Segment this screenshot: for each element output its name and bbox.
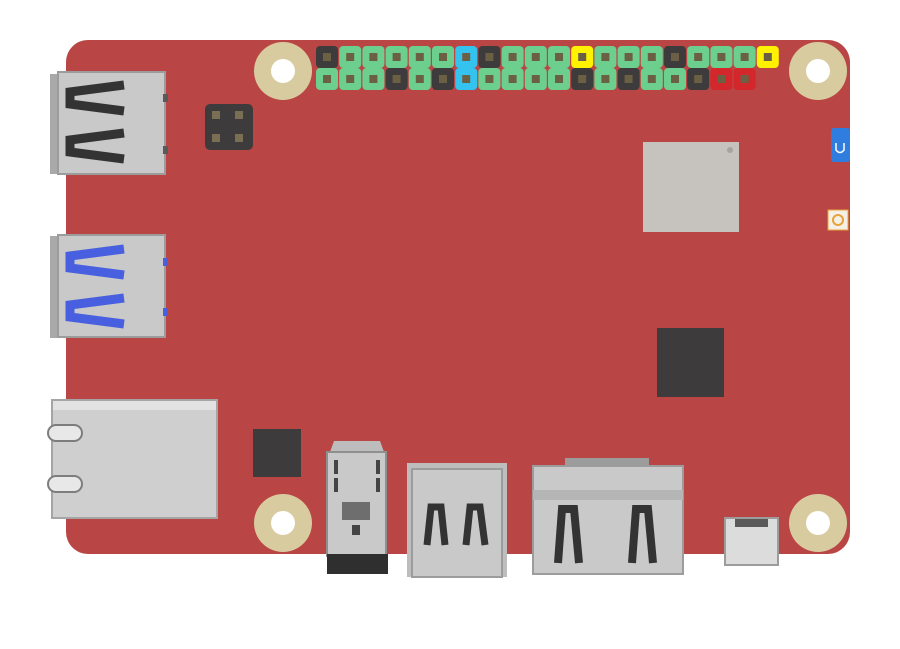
gpio-pin-contact [439, 53, 447, 61]
reset-button [831, 128, 850, 162]
gpio-pin-contact [717, 53, 726, 61]
gpio-pin-contact [508, 75, 517, 83]
gpio-pin-contact [601, 53, 610, 61]
gpio-pin-contact [578, 53, 587, 61]
gpio-pin-contact [671, 53, 679, 61]
gpio-pin-contact [323, 75, 331, 83]
micro-usb-port [724, 517, 779, 566]
gpio-pin-contact [717, 75, 726, 83]
hdmi-port-2 [532, 458, 684, 575]
mounting-hole-top-right [789, 42, 847, 100]
gpio-pin-contact [601, 75, 610, 83]
gpio-pin-contact [415, 53, 424, 61]
mounting-hole-top-left [254, 42, 312, 100]
gpio-pin-contact [369, 53, 378, 61]
gpio-pin-contact [624, 53, 633, 61]
gpio-pin-contact [694, 53, 703, 61]
gpio-pin-contact [647, 75, 656, 83]
audio-jack [326, 441, 388, 574]
small-chip [253, 429, 301, 477]
gpio-pin-contact [694, 75, 703, 83]
gpio-pin-contact [323, 53, 331, 61]
gpio-pin-contact [415, 75, 424, 83]
antenna-connector [827, 209, 849, 231]
gpio-pin-contact [555, 53, 563, 61]
gpio-pin-contact [392, 53, 401, 61]
gpio-pin-contact [346, 53, 355, 61]
mounting-hole-bottom-left [254, 494, 312, 552]
gpio-pin-contact [740, 75, 749, 83]
gpio-pin-contact [485, 53, 494, 61]
gpio-pin-contact [392, 75, 401, 83]
gpio-header [316, 46, 779, 90]
mounting-hole-bottom-right [789, 494, 847, 552]
gpio-pin-contact [671, 75, 679, 83]
memory-chip [657, 328, 724, 397]
usb3-port [50, 234, 168, 338]
usb2-port [50, 71, 168, 175]
gpio-pin-contact [346, 75, 355, 83]
gpio-pin-contact [462, 75, 471, 83]
gpio-pin-contact [578, 75, 587, 83]
soc-chip [643, 142, 739, 232]
gpio-pin-contact [555, 75, 563, 83]
hdmi-port-1 [407, 463, 507, 578]
gpio-pin-contact [531, 75, 540, 83]
gpio-pin-contact [485, 75, 494, 83]
pin1-marker [727, 147, 733, 153]
ethernet-port [47, 399, 218, 519]
gpio-pin-contact [439, 75, 447, 83]
gpio-pin-contact [624, 75, 633, 83]
gpio-pin-contact [763, 53, 772, 61]
gpio-pin-contact [508, 53, 517, 61]
small-pin-header [205, 104, 253, 150]
gpio-pin-contact [369, 75, 378, 83]
gpio-pin-contact [531, 53, 540, 61]
gpio-pin-contact [740, 53, 749, 61]
gpio-pin-contact [462, 53, 471, 61]
gpio-pin-contact [647, 53, 656, 61]
